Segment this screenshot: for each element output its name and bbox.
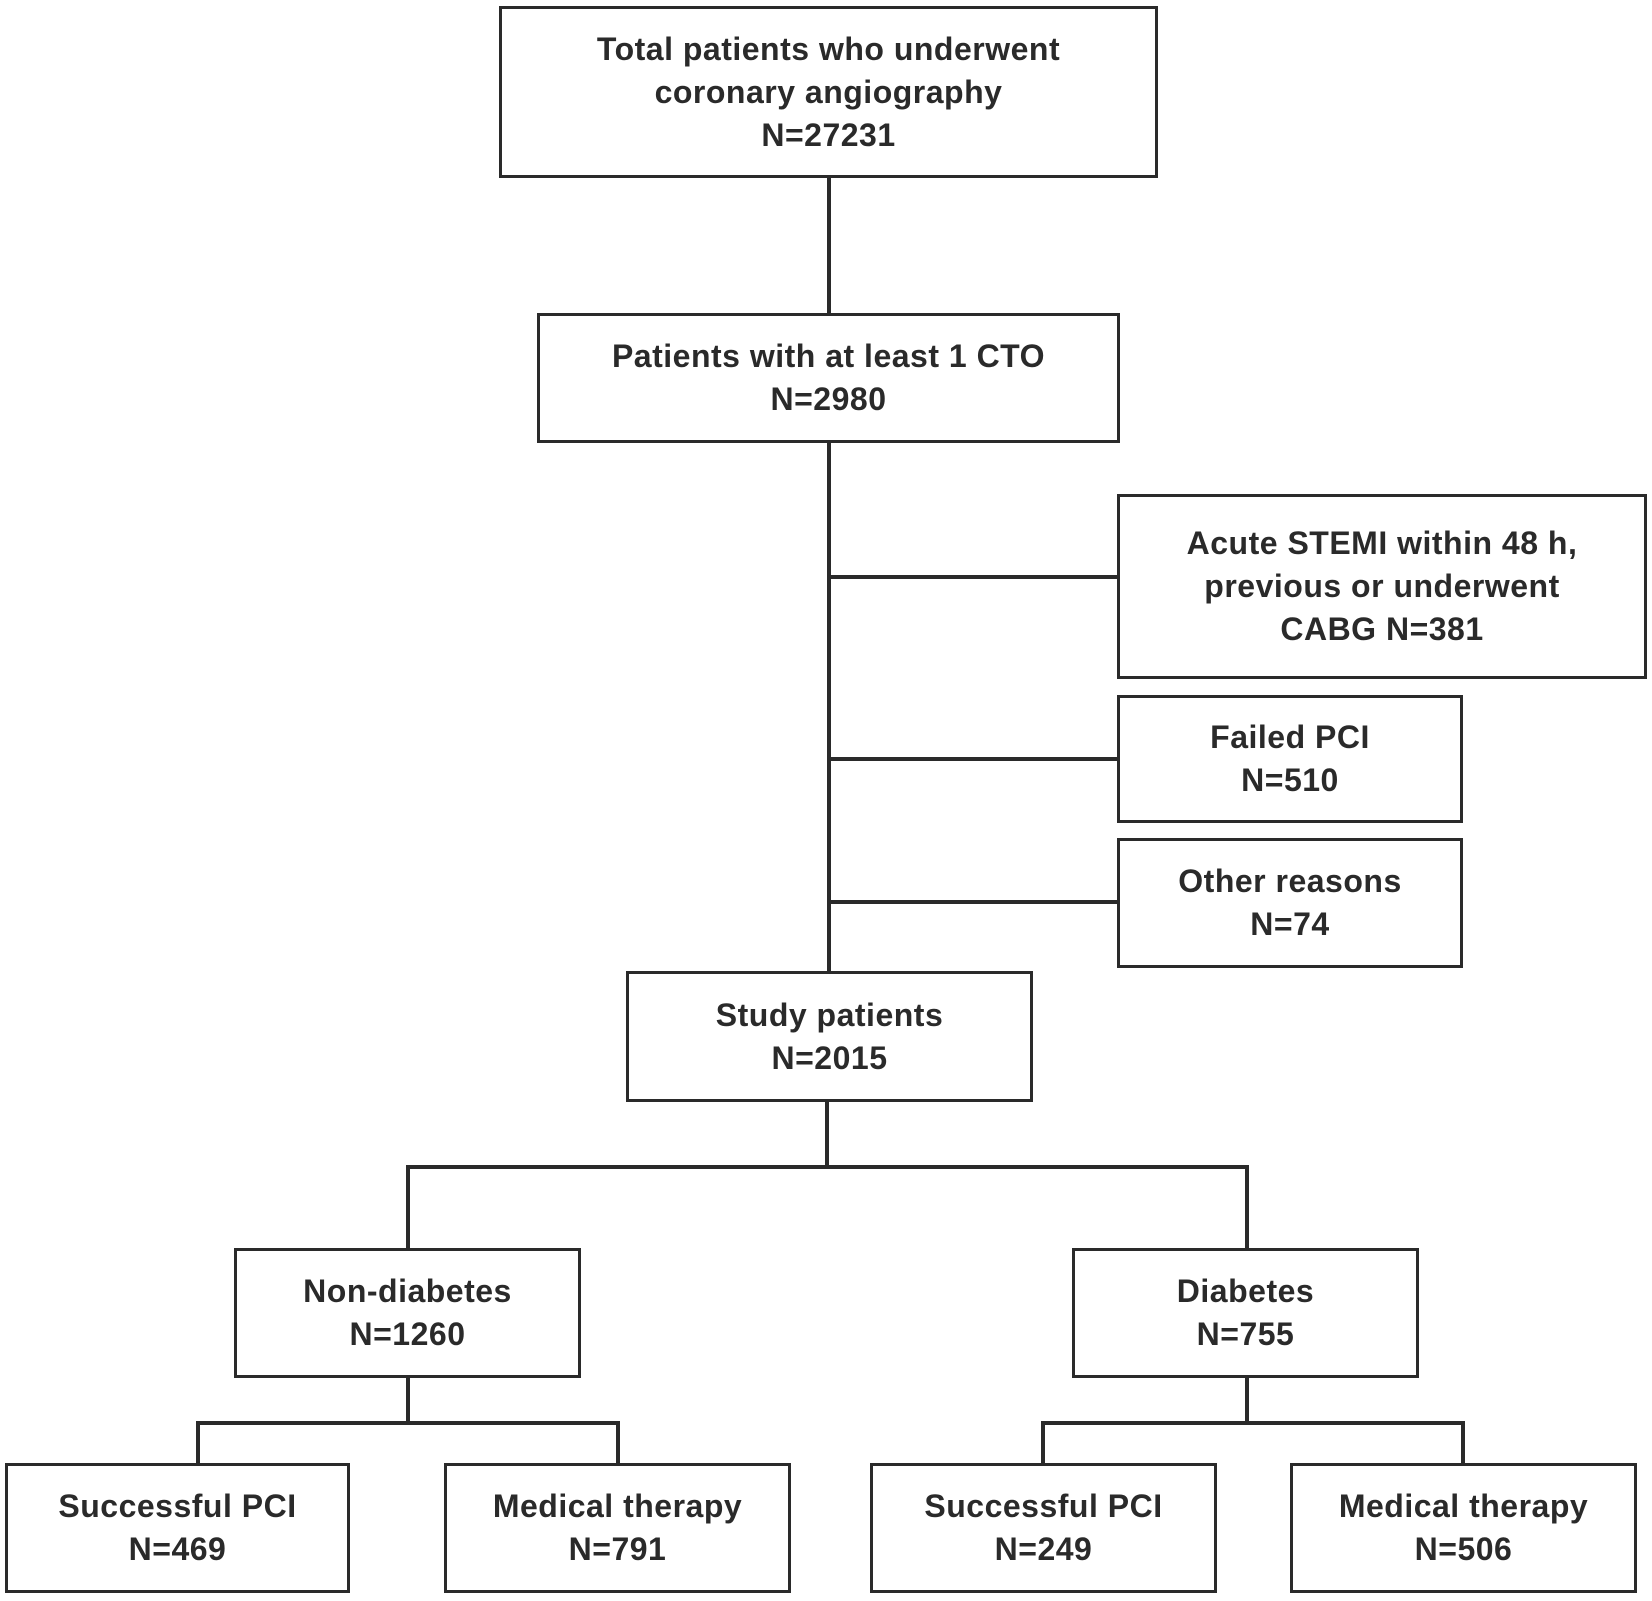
box-total-patients: Total patients who underwent coronary an… <box>499 6 1158 178</box>
box-study-patients: Study patients N=2015 <box>626 971 1033 1102</box>
cto-line-1: Patients with at least 1 CTO <box>611 338 1046 374</box>
other-line-1: Other reasons <box>1178 863 1402 899</box>
cto-line-2: N=2980 <box>770 381 887 417</box>
box-diabetes: Diabetes N=755 <box>1072 1248 1419 1378</box>
nondiabetes-line-2: N=1260 <box>349 1316 466 1352</box>
nd-med-line-2: N=791 <box>568 1531 667 1567</box>
connector-to-excl-stemi <box>829 575 1119 579</box>
connector-diabetes-branch <box>1041 1421 1465 1425</box>
connector-nondiabetes-branch <box>196 1421 620 1425</box>
box-cto-patients: Patients with at least 1 CTO N=2980 <box>537 313 1120 443</box>
nondiabetes-line-1: Non-diabetes <box>303 1273 512 1309</box>
connector-study-branch <box>406 1165 1249 1169</box>
study-line-1: Study patients <box>715 996 944 1033</box>
connector-to-nd-med <box>616 1421 620 1466</box>
connector-to-nondiabetes <box>406 1165 410 1250</box>
other-line-2: N=74 <box>1250 906 1330 942</box>
box-nondiabetes-successful-pci: Successful PCI N=469 <box>5 1463 350 1593</box>
d-med-line-1: Medical therapy <box>1338 1488 1589 1524</box>
connector-nondiabetes-down <box>406 1375 410 1424</box>
connector-to-excl-failed <box>829 757 1119 761</box>
total-line-2: coronary angiography <box>654 73 1003 110</box>
diabetes-line-1: Diabetes <box>1176 1273 1315 1309</box>
connector-diabetes-down <box>1245 1375 1249 1424</box>
d-pci-line-1: Successful PCI <box>924 1488 1163 1524</box>
d-med-line-2: N=506 <box>1414 1531 1513 1567</box>
nd-pci-line-2: N=469 <box>128 1531 227 1567</box>
failed-line-1: Failed PCI <box>1210 719 1370 755</box>
stemi-line-3: CABG N=381 <box>1280 611 1484 647</box>
box-exclusion-failed-pci: Failed PCI N=510 <box>1117 695 1463 823</box>
nd-med-line-1: Medical therapy <box>492 1488 743 1524</box>
box-exclusion-stemi: Acute STEMI within 48 h, previous or und… <box>1117 494 1647 679</box>
connector-to-nd-pci <box>196 1421 200 1466</box>
failed-line-2: N=510 <box>1241 762 1339 798</box>
connector-to-d-med <box>1461 1421 1465 1466</box>
connector-cto-to-study <box>827 440 831 975</box>
connector-study-down <box>825 1100 829 1168</box>
box-diabetes-successful-pci: Successful PCI N=249 <box>870 1463 1217 1593</box>
total-line-3: N=27231 <box>761 116 896 153</box>
total-line-1: Total patients who underwent <box>596 30 1061 67</box>
box-non-diabetes: Non-diabetes N=1260 <box>234 1248 581 1378</box>
connector-to-d-pci <box>1041 1421 1045 1466</box>
connector-total-to-cto <box>827 175 831 315</box>
nd-pci-line-1: Successful PCI <box>58 1488 297 1524</box>
box-nondiabetes-medical-therapy: Medical therapy N=791 <box>444 1463 791 1593</box>
connector-to-excl-other <box>829 900 1119 904</box>
diabetes-line-2: N=755 <box>1196 1316 1295 1352</box>
stemi-line-2: previous or underwent <box>1204 568 1560 604</box>
study-line-2: N=2015 <box>771 1039 888 1076</box>
box-diabetes-medical-therapy: Medical therapy N=506 <box>1290 1463 1637 1593</box>
d-pci-line-2: N=249 <box>994 1531 1093 1567</box>
connector-to-diabetes <box>1245 1165 1249 1250</box>
box-exclusion-other: Other reasons N=74 <box>1117 838 1463 968</box>
stemi-line-1: Acute STEMI within 48 h, <box>1186 525 1578 561</box>
